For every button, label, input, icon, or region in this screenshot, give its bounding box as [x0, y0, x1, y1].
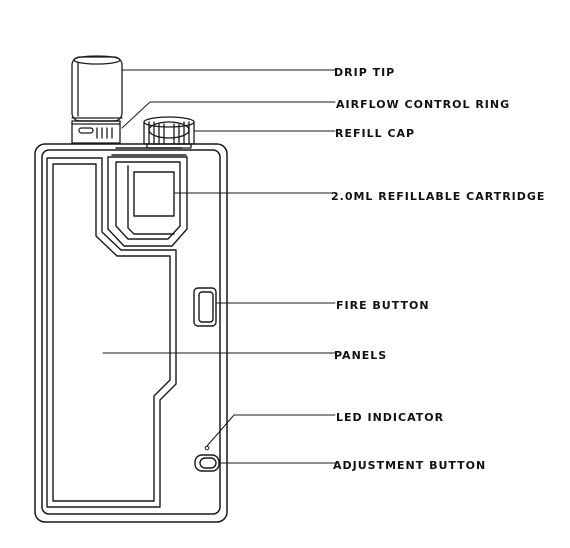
label-refillable-cartridge: 2.0ML REFILLABLE CARTRIDGE — [331, 190, 546, 203]
device-body — [34, 143, 228, 523]
leader-lines — [102, 69, 336, 464]
airflow-control-ring — [71, 120, 121, 144]
cartridge-window — [107, 156, 188, 247]
label-panels: PANELS — [334, 349, 388, 362]
adjustment-button — [194, 454, 220, 472]
label-airflow-control-ring: AIRFLOW CONTROL RING — [336, 98, 511, 111]
label-fire-button: FIRE BUTTON — [336, 299, 430, 312]
side-panel — [46, 157, 177, 508]
drip-tip — [71, 55, 123, 122]
fire-button — [193, 287, 217, 327]
label-led-indicator: LED INDICATOR — [336, 411, 445, 424]
led-indicator — [204, 445, 210, 451]
label-drip-tip: DRIP TIP — [334, 66, 396, 79]
label-adjustment-button: ADJUSTMENT BUTTON — [333, 459, 487, 472]
label-refill-cap: REFILL CAP — [335, 127, 416, 140]
